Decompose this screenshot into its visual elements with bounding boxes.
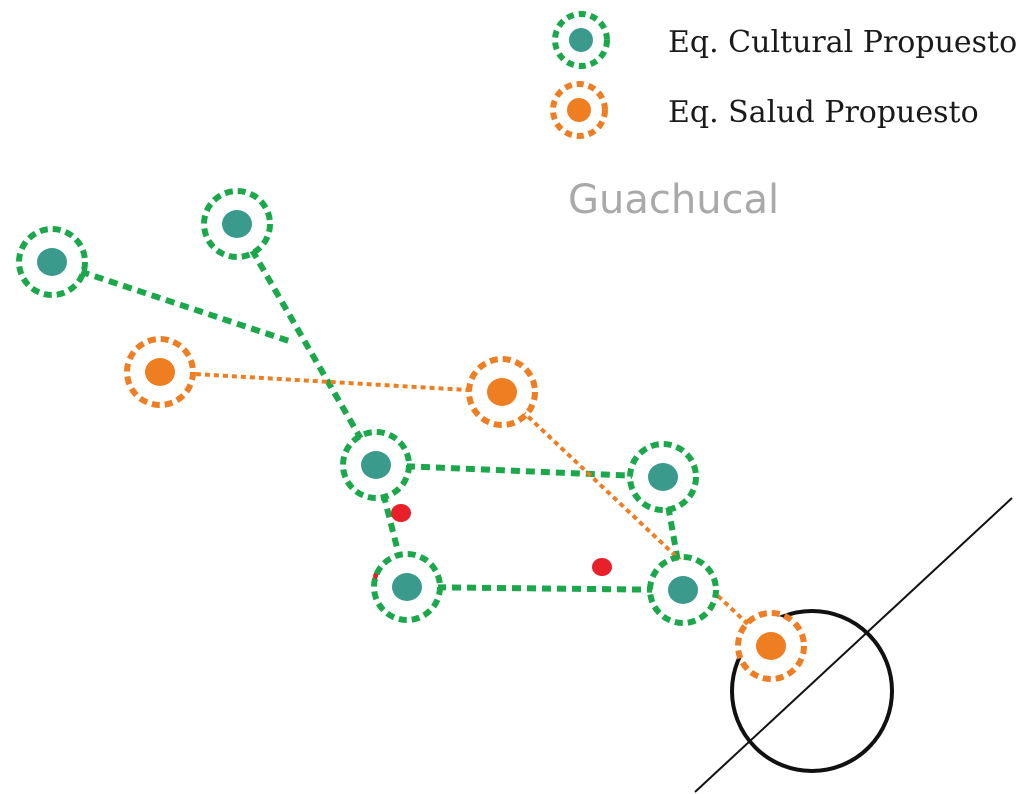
- nodes-layer: [16, 188, 807, 682]
- legend-salud-symbol: [550, 81, 608, 139]
- node-dashed-ring: [16, 226, 88, 298]
- place-name: Guachucal: [568, 177, 779, 223]
- node-dashed-ring: [340, 429, 412, 501]
- red-marker-m1: [391, 504, 411, 522]
- cultural-node-c5: [371, 551, 443, 623]
- red-marker-m3: [592, 558, 612, 576]
- legend-cultural-symbol: [552, 11, 610, 69]
- node-center-dot: [392, 573, 422, 601]
- cultural-node-c3: [340, 429, 412, 501]
- node-dashed-ring: [466, 356, 538, 428]
- node-dashed-ring: [371, 551, 443, 623]
- cultural-node-c1: [16, 226, 88, 298]
- salud-node-s2: [466, 356, 538, 428]
- node-dashed-ring: [647, 554, 719, 626]
- salud-node-s1: [124, 336, 196, 408]
- node-dashed-ring: [627, 441, 699, 513]
- cultural-link-c5-c6: [406, 584, 684, 593]
- node-center-dot: [756, 632, 786, 660]
- legend-salud-ring: [550, 81, 608, 139]
- node-center-dot: [222, 210, 252, 238]
- cultural-node-c4: [627, 441, 699, 513]
- legend-salud-dot: [567, 98, 591, 122]
- cultural-link-c1-junction: [51, 259, 293, 345]
- legend: Eq. Cultural Propuesto Eq. Salud Propues…: [550, 11, 1017, 139]
- cultural-node-c6: [647, 554, 719, 626]
- cultural-link-c2-c3: [234, 222, 379, 467]
- salud-node-s3: [735, 610, 807, 682]
- highlight-circle: [730, 609, 894, 773]
- node-dashed-ring: [124, 336, 196, 408]
- node-center-dot: [145, 358, 175, 386]
- node-dashed-ring: [201, 188, 273, 260]
- cultural-link-c3-c4: [375, 462, 664, 480]
- legend-cultural-ring: [552, 11, 610, 69]
- node-center-dot: [487, 378, 517, 406]
- node-center-dot: [361, 451, 391, 479]
- salud-link-s2-s3: [500, 390, 773, 648]
- legend-salud-label: Eq. Salud Propuesto: [668, 95, 979, 130]
- salud-link-s1-s2: [159, 370, 503, 394]
- legend-cultural-dot: [569, 28, 593, 52]
- node-center-dot: [648, 463, 678, 491]
- node-center-dot: [668, 576, 698, 604]
- legend-cultural-label: Eq. Cultural Propuesto: [668, 25, 1017, 60]
- road-line: [694, 497, 1013, 793]
- cultural-node-c2: [201, 188, 273, 260]
- node-center-dot: [37, 248, 67, 276]
- node-dashed-ring: [735, 610, 807, 682]
